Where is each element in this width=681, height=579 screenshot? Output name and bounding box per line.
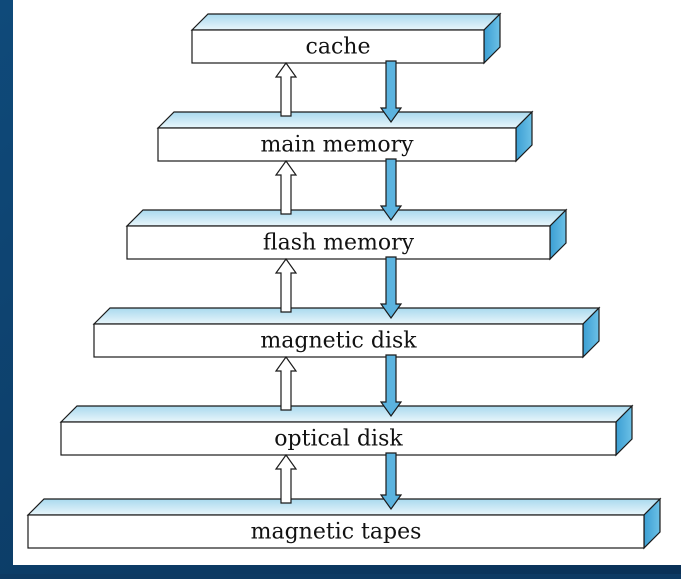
up-arrow-3 (274, 355, 298, 411)
tier-front-face (126, 225, 551, 260)
tier-layer: cache main memory flash memory magnetic dis… (26, 12, 662, 550)
down-arrow-4 (379, 452, 403, 511)
tier-label-magnetic-tapes: magnetic tapes (251, 520, 422, 545)
tier-box-cache: cache (190, 12, 502, 65)
down-arrow-1 (379, 158, 403, 222)
up-arrow-0 (274, 61, 298, 117)
tier-top-face (156, 111, 534, 129)
up-arrow-4 (274, 453, 298, 504)
tier-front-face (27, 514, 645, 549)
tier-front-face (60, 421, 617, 456)
tier-top-face (125, 209, 568, 227)
tier-box-flash-memory: flash memory (125, 208, 568, 261)
diagram-panel (13, 0, 681, 565)
tier-top-face (26, 498, 662, 516)
up-arrow-2 (274, 257, 298, 313)
tier-box-magnetic-tapes: magnetic tapes (26, 497, 662, 550)
down-arrow-2 (379, 256, 403, 320)
tier-box-main-memory: main memory (156, 110, 534, 163)
down-arrow-0 (379, 60, 403, 124)
tier-front-face (157, 127, 517, 162)
tier-top-face (190, 13, 502, 31)
tier-top-face (59, 405, 634, 423)
tier-box-optical-disk: optical disk (59, 404, 634, 457)
tier-label-flash-memory: flash memory (263, 231, 415, 256)
down-arrow-3 (379, 354, 403, 418)
tier-label-magnetic-disk: magnetic disk (260, 329, 417, 354)
up-arrow-1 (274, 159, 298, 215)
arrow-layer (274, 60, 403, 511)
tier-front-face (191, 29, 485, 64)
tier-label-main-memory: main memory (260, 133, 414, 158)
tier-label-cache: cache (306, 35, 371, 60)
tier-label-optical-disk: optical disk (274, 427, 403, 452)
tier-front-face (93, 323, 584, 358)
tier-box-magnetic-disk: magnetic disk (92, 306, 601, 359)
tier-top-face (92, 307, 601, 325)
